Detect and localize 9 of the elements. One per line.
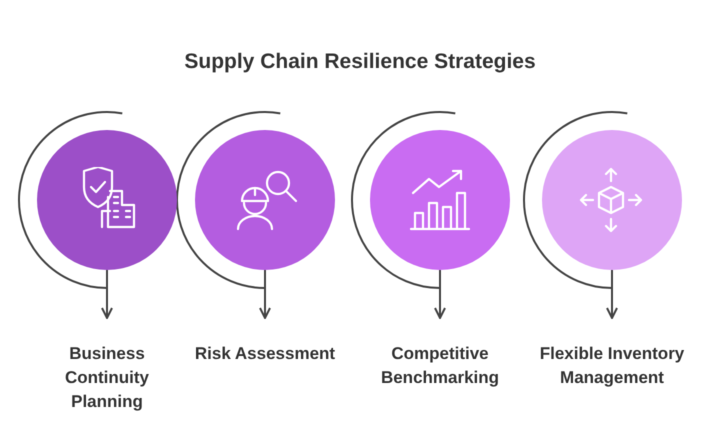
strategy-label: Business Continuity Planning	[32, 342, 182, 414]
strategy-label: Competitive Benchmarking	[365, 342, 515, 390]
strategy-label: Risk Assessment	[190, 342, 340, 366]
arrow	[101, 270, 113, 319]
arrow	[606, 270, 618, 319]
arrow	[259, 270, 271, 319]
title: Supply Chain Resilience Strategies	[183, 50, 537, 74]
strategy-label: Flexible Inventory Management	[537, 342, 687, 390]
arrow	[434, 270, 446, 319]
